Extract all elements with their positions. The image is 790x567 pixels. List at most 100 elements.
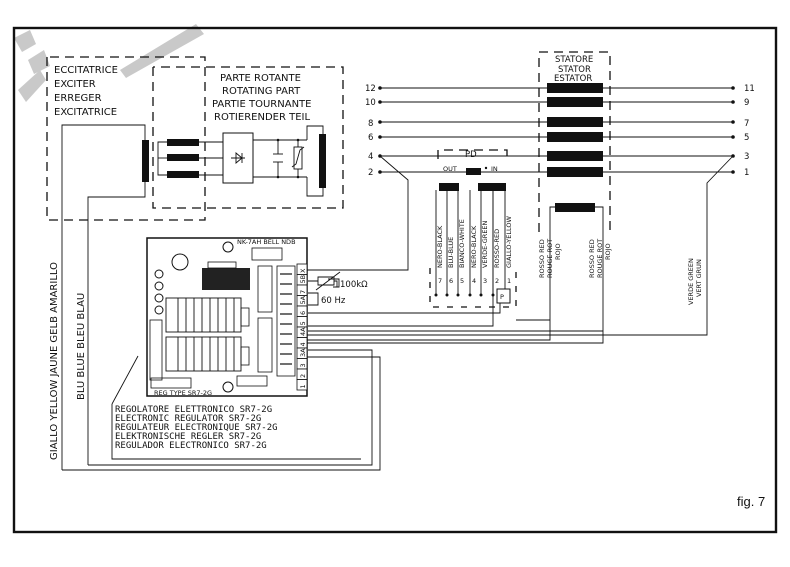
connector-pin-number: 2	[495, 277, 499, 285]
p-protection-box	[496, 288, 511, 304]
rotating-label-3: ROTIERENDER TEIL	[214, 112, 310, 123]
connector-wire-label: GIALLO-YELLOW	[505, 216, 513, 268]
regulator-terminal-label: X	[299, 268, 307, 273]
terminal-11: 11	[744, 84, 755, 94]
diode-icon	[231, 152, 245, 164]
connector-wire-label: NERO-BLACK	[470, 225, 478, 268]
pin-dot	[479, 293, 483, 297]
terminal-dot	[378, 170, 382, 174]
terminal-5: 5	[744, 133, 749, 143]
regulator-terminal-label: 6	[299, 311, 307, 315]
red2-line2: ROJO	[604, 243, 612, 260]
red2-line0: ROSSO RED	[588, 239, 596, 278]
regulator-caption-2: REGULATEUR ELECTRONIQUE SR7-2G	[115, 423, 278, 433]
figure-label: fig. 7	[737, 494, 765, 509]
terminal-dot	[378, 86, 382, 90]
rotating-label-1: ROTATING PART	[222, 86, 301, 97]
pd-in-label: IN	[491, 165, 498, 173]
stator-winding	[547, 97, 603, 107]
regulator-terminal-label: 3A	[299, 348, 307, 357]
regulator-board	[146, 237, 308, 397]
armature-winding-2	[167, 154, 199, 161]
blue-wire-label: BLU BLUE BLEU BLAU	[76, 293, 87, 400]
regulator-caption-3: ELEKTRONISCHE REGLER SR7-2G	[115, 432, 261, 442]
stator-winding	[547, 151, 603, 161]
terminal-dot	[731, 100, 735, 104]
pd-out-label: OUT	[443, 165, 457, 173]
rotating-part-block: PARTE ROTANTE ROTATING PART PARTIE TOURN…	[152, 66, 344, 209]
connector-wire-label: VERDE-GREEN	[481, 220, 489, 268]
jumper-60hz	[308, 292, 319, 306]
stator-winding	[547, 83, 603, 93]
green-line1: VERT GRUN	[695, 259, 703, 297]
pin-dot	[468, 293, 472, 297]
regulator-bottom-marking: REG TYPE SR7-2G	[154, 389, 212, 397]
red-wire-label-2: ROSSO RED ROUGE ROT ROJO	[588, 239, 612, 278]
exciter-block: ECCITATRICE EXCITER ERREGER EXCITATRICE	[46, 56, 206, 470]
terminal-2: 2	[368, 168, 373, 178]
connector-wire-label: NERO-BLACK	[436, 225, 444, 268]
yellow-wire-label: GIALLO YELLOW JAUNE GELB AMARILLO	[49, 262, 60, 460]
exciter-field-winding	[142, 140, 149, 182]
pin-dot	[434, 293, 438, 297]
connector-block: NERO-BLACK 7 BLU-BLUE 6 BIANCO-WHITE 5 NERO-BL…	[429, 183, 517, 308]
terminal-1: 1	[744, 168, 749, 178]
stator-block: STATORE STATOR ESTATOR	[300, 51, 735, 344]
connector-pin-number: 6	[449, 277, 453, 285]
red1-line2: ROJO	[554, 243, 562, 260]
terminal-10: 10	[365, 98, 376, 108]
connector-pin-number: 1	[507, 277, 511, 285]
pd-block: PD OUT IN	[437, 149, 508, 175]
rotating-label-2: PARTIE TOURNANTE	[212, 99, 311, 110]
rotating-label-0: PARTE ROTANTE	[220, 73, 301, 84]
regulator-terminal-label: 2	[299, 374, 307, 378]
regulator-terminal-label: 5	[299, 321, 307, 325]
terminal-dot	[378, 135, 382, 139]
red2-line1: ROUGE ROT	[596, 239, 604, 278]
regulator-terminal	[296, 379, 308, 391]
connector-wire-label: ROSSO-RED	[493, 229, 501, 268]
connector-pin-number: 7	[438, 277, 442, 285]
potentiometer-icon	[308, 271, 341, 291]
regulator-caption-1: ELECTRONIC REGULATOR SR7-2G	[115, 414, 261, 424]
regulator-terminal-label: 4A	[299, 327, 307, 336]
regulator-caption-4: REGULADOR ELECTRONICO SR7-2G	[115, 441, 267, 451]
figure-frame	[12, 26, 778, 534]
terminal-7: 7	[744, 119, 749, 129]
red1-line1: ROUGE ROT	[546, 239, 554, 278]
terminal-6: 6	[368, 133, 373, 143]
pd-ct	[466, 168, 481, 175]
connector-pin-number: 4	[472, 277, 476, 285]
watermark-logo	[14, 24, 204, 102]
potentiometer-value: 100kΩ	[340, 280, 368, 290]
main-rotor-field-winding	[319, 134, 326, 188]
terminal-dot	[731, 135, 735, 139]
stator-exciter-winding	[555, 203, 595, 212]
regulator-terminal-label: 3	[299, 363, 307, 367]
screw-terminals	[154, 269, 164, 315]
connector-pin-number: 5	[460, 277, 464, 285]
pin-dot	[445, 293, 449, 297]
stator-terminals-left: 12 10 8 6 4 2	[365, 84, 376, 178]
terminal-dot	[731, 120, 735, 124]
connector-wire-label: BLU-BLUE	[447, 237, 455, 268]
exciter-label-2: ERREGER	[54, 93, 102, 104]
connector-wire-label: BIANCO-WHITE	[458, 219, 466, 268]
green-line0: VERDE GREEN	[687, 258, 695, 305]
regulator-terminal-label: 1	[299, 384, 307, 388]
frequency-label: 60 Hz	[321, 296, 346, 306]
terminal-dot	[378, 120, 382, 124]
stator-label-0: STATORE	[555, 55, 593, 65]
stator-label-2: ESTATOR	[554, 74, 592, 84]
terminal-dot	[731, 86, 735, 90]
regulator-terminal-label: 4	[299, 342, 307, 346]
regulator-top-marking: NK-7AH BELL NDB	[237, 238, 296, 246]
regulator-terminal-label: 5B	[299, 275, 307, 284]
green-wire-label: VERDE GREEN VERT GRUN	[687, 258, 703, 305]
terminal-12: 12	[365, 84, 376, 94]
terminal-dot	[378, 100, 382, 104]
red-wire-label-1: ROSSO RED ROUGE ROT ROJO	[538, 239, 562, 278]
trimmer-icon	[171, 253, 189, 271]
regulator-terminal-label: 7	[299, 290, 307, 294]
